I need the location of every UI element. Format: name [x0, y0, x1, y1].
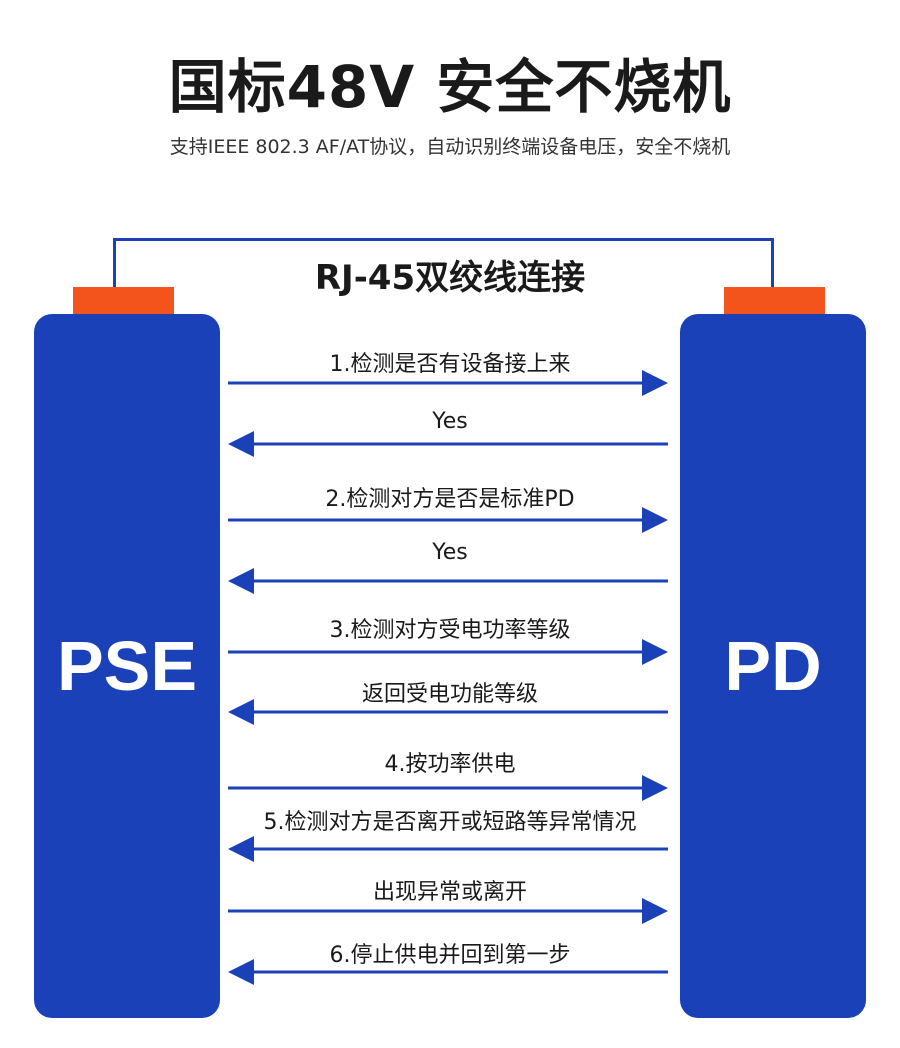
- pd-device: PD: [680, 314, 866, 1018]
- step-arrow-3: [228, 507, 668, 533]
- step-label-8: 5.检测对方是否离开或短路等异常情况: [263, 810, 637, 835]
- step-arrow-9: [228, 898, 668, 924]
- arrow-head: [228, 568, 254, 594]
- page-subtitle: 支持IEEE 802.3 AF/AT协议，自动识别终端设备电压，安全不烧机: [169, 136, 731, 158]
- step-arrow-6: [228, 699, 668, 725]
- pd-label: PD: [724, 627, 822, 705]
- step-label-6: 返回受电功能等级: [361, 682, 538, 707]
- arrow-head: [642, 370, 668, 396]
- step-label-3: 2.检测对方是否是标准PD: [325, 487, 575, 512]
- arrow-head: [642, 775, 668, 801]
- arrow-head: [228, 836, 254, 862]
- arrow-head: [228, 959, 254, 985]
- rj45-cable-line: [113, 238, 774, 288]
- step-label-10: 6.停止供电并回到第一步: [329, 943, 571, 968]
- step-label-4: Yes: [432, 540, 468, 565]
- step-arrow-5: [228, 639, 668, 665]
- step-arrow-2: [228, 431, 668, 457]
- step-label-2: Yes: [432, 409, 468, 434]
- arrow-head: [642, 639, 668, 665]
- step-arrow-1: [228, 370, 668, 396]
- step-label-1: 1.检测是否有设备接上来: [329, 352, 571, 377]
- pse-device: PSE: [34, 314, 220, 1018]
- step-label-5: 3.检测对方受电功率等级: [329, 618, 571, 643]
- step-arrow-7: [228, 775, 668, 801]
- step-arrow-8: [228, 836, 668, 862]
- pse-label: PSE: [56, 627, 198, 705]
- cable-label: RJ-45双绞线连接: [314, 258, 586, 298]
- arrow-head: [228, 699, 254, 725]
- arrow-head: [642, 507, 668, 533]
- page-title: 国标48V 安全不烧机: [168, 53, 732, 121]
- step-label-9: 出现异常或离开: [372, 880, 527, 905]
- step-label-7: 4.按功率供电: [384, 752, 516, 777]
- step-arrow-4: [228, 568, 668, 594]
- pd-connector: [724, 287, 825, 317]
- arrow-head: [228, 431, 254, 457]
- arrow-head: [642, 898, 668, 924]
- pse-connector: [73, 287, 174, 317]
- step-arrow-10: [228, 959, 668, 985]
